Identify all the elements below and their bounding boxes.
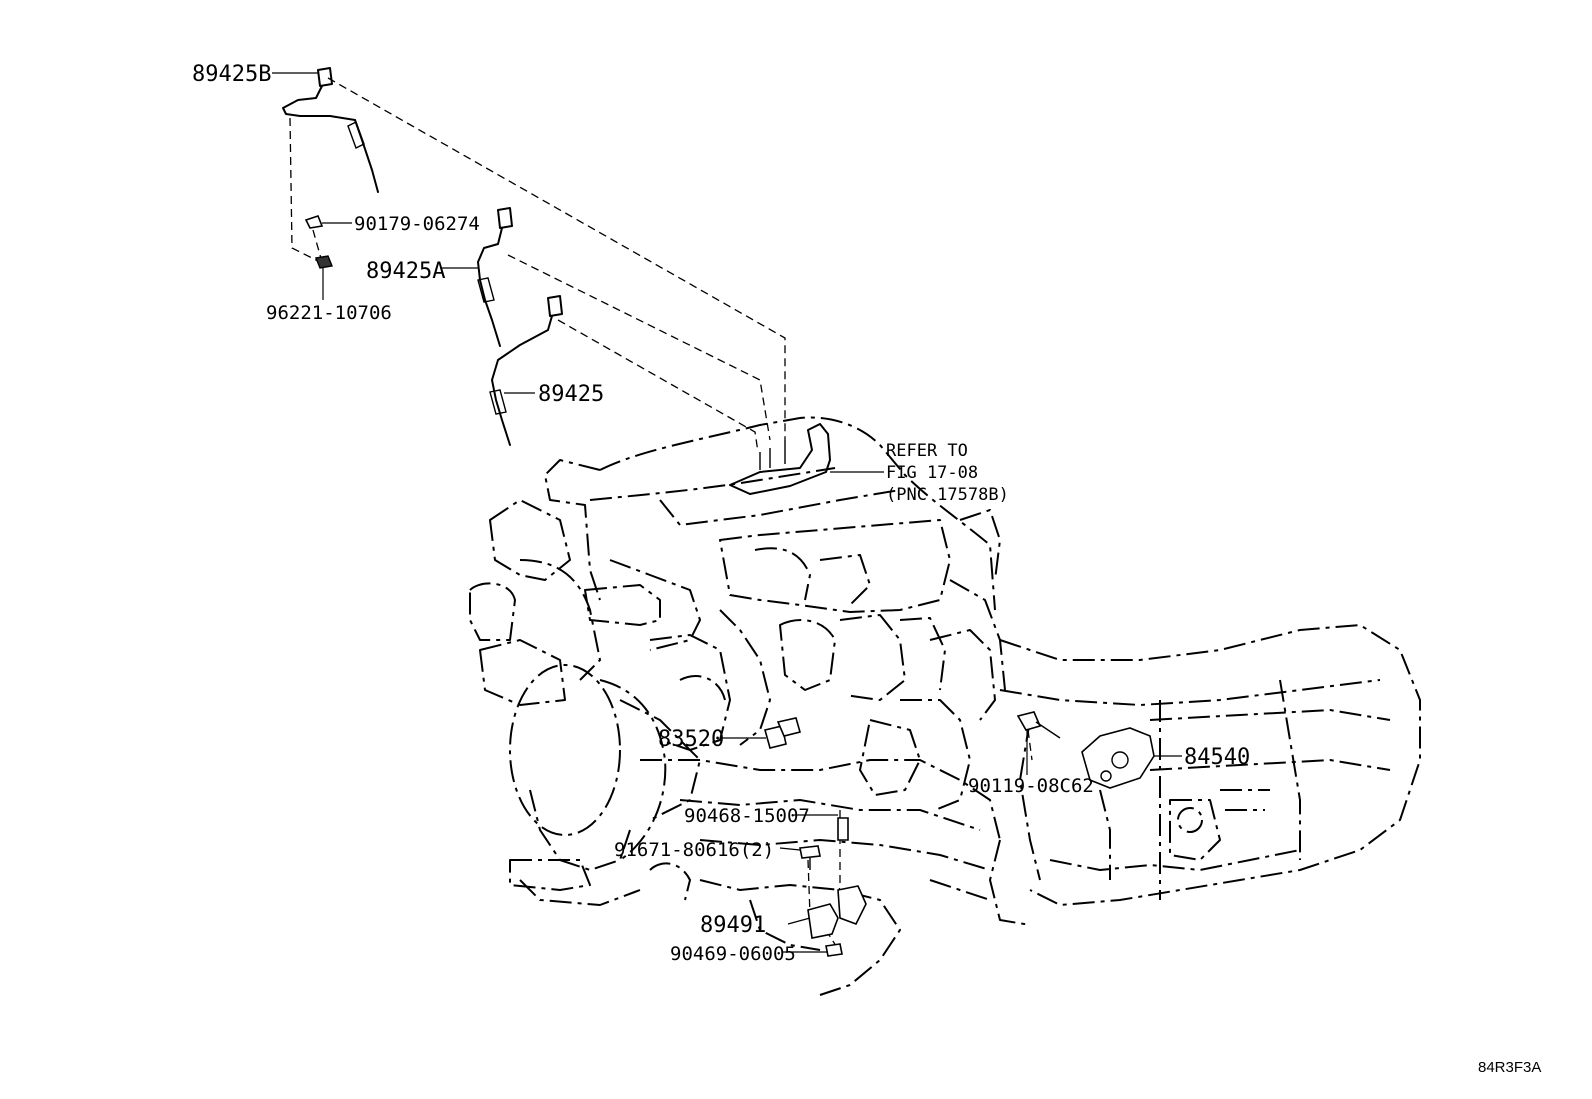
clip-90179 bbox=[304, 215, 324, 229]
sensor-89425 bbox=[489, 295, 563, 446]
bolt-90119 bbox=[1016, 711, 1061, 739]
clip-90469 bbox=[825, 943, 843, 957]
label-89425b: 89425B bbox=[192, 62, 271, 87]
switch-83520 bbox=[764, 717, 801, 749]
sensor-bracket bbox=[729, 423, 831, 495]
figure-code: 84R3F3A bbox=[1478, 1059, 1541, 1076]
reference-line2: FIG 17-08 bbox=[886, 463, 978, 483]
label-89491: 89491 bbox=[700, 913, 766, 938]
label-90468: 90468-15007 bbox=[684, 805, 810, 827]
sensor-89425a bbox=[477, 207, 513, 347]
label-91671: 91671-80616(2) bbox=[614, 839, 774, 861]
stud-90468 bbox=[837, 817, 849, 841]
label-84540: 84540 bbox=[1184, 745, 1250, 770]
label-89425: 89425 bbox=[538, 382, 604, 407]
label-90469: 90469-06005 bbox=[670, 943, 796, 965]
grommet-96221 bbox=[315, 255, 333, 269]
engine-assembly-outline bbox=[469, 416, 1421, 996]
label-89425a: 89425A bbox=[366, 259, 445, 284]
label-90179: 90179-06274 bbox=[354, 213, 480, 235]
reference-line3: (PNC 17578B) bbox=[886, 485, 1009, 505]
sensor-89491 bbox=[807, 885, 867, 939]
label-90119: 90119-08C62 bbox=[968, 775, 1094, 797]
label-83520: 83520 bbox=[658, 727, 724, 752]
leader-lines bbox=[272, 72, 1182, 953]
assembly-lines bbox=[289, 77, 1033, 947]
reference-line1: REFER TO bbox=[886, 441, 968, 461]
bolt-91671 bbox=[799, 845, 821, 870]
label-96221: 96221-10706 bbox=[266, 302, 392, 324]
sensor-89425b bbox=[282, 67, 379, 193]
